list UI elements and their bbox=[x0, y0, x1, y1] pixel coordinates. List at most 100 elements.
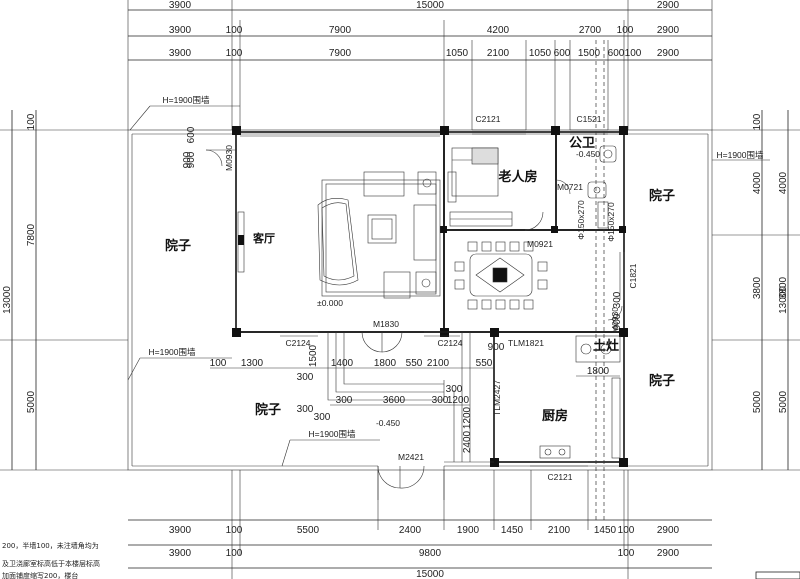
level-yard: -0.450 bbox=[376, 418, 400, 428]
room-courtyard-bottom: 院子 bbox=[255, 402, 281, 418]
dim-inner-550b: 550 bbox=[476, 358, 493, 369]
dim-inner-1800: 1800 bbox=[374, 358, 397, 369]
dim-bot1-j: 2900 bbox=[657, 525, 680, 536]
dim-right-100: 100 bbox=[752, 113, 763, 130]
dining-table bbox=[454, 241, 548, 310]
label-m0930-left: M0930 bbox=[224, 145, 234, 171]
top-dimensions: 3900 15000 2900 3900 100 7900 4200 2700 … bbox=[127, 0, 713, 130]
wall-notes: H=1900围墙 H=1900围墙 H=1900围墙 H=1900围墙 bbox=[127, 95, 770, 467]
dim-top2-g: 2900 bbox=[657, 25, 680, 36]
room-courtyard-left: 院子 bbox=[165, 238, 191, 254]
label-m0930-right: M0930 bbox=[610, 307, 620, 333]
label-tlm2427: TLM2427 bbox=[492, 380, 502, 416]
label-c2121-top: C2121 bbox=[475, 114, 500, 124]
bottom-dimensions: 3900 100 5500 2400 1900 1450 2100 1450 1… bbox=[128, 470, 712, 579]
left-dimensions: 100 7800 13000 5000 900 600 bbox=[0, 110, 197, 471]
dim-bot2-c: 9800 bbox=[419, 548, 442, 559]
dim-inner2-300a: 300 bbox=[336, 395, 353, 406]
dim-bot1-i: 100 bbox=[618, 525, 635, 536]
dim-bot2-a: 3900 bbox=[169, 548, 192, 559]
dim-kitchen-1200: 1200 bbox=[462, 406, 473, 429]
dim-top3-c: 7900 bbox=[329, 48, 352, 59]
dim-left-13000: 13000 bbox=[2, 286, 13, 314]
dim-right-5000: 5000 bbox=[752, 390, 763, 413]
dim-top1-a: 3900 bbox=[169, 0, 192, 11]
dim-right-13000: 13000 bbox=[778, 286, 789, 314]
right-dimensions: 100 4000 3800 13000 5000 4000 5000 3800 … bbox=[612, 110, 800, 471]
dim-bot2-b: 100 bbox=[226, 548, 243, 559]
dim-kitchen-2400: 2400 bbox=[462, 430, 473, 453]
dim-top2-a: 3900 bbox=[169, 25, 192, 36]
dim-kitchen-900: 900 bbox=[488, 342, 505, 353]
note-1: 200，半墙100，未注墙角均为 bbox=[2, 541, 99, 550]
dim-left-7800: 7800 bbox=[26, 223, 37, 246]
room-names: 院子 客厅 老人房 公卫 院子 院子 土灶 院子 厨房 bbox=[165, 136, 675, 424]
dim-top3-b: 100 bbox=[226, 48, 243, 59]
front-steps bbox=[327, 332, 494, 463]
dim-bot1-b: 100 bbox=[226, 525, 243, 536]
inner-dimensions: 100 1300 1500 1400 1800 550 2100 550 360… bbox=[182, 151, 610, 453]
dim-top1-b: 15000 bbox=[416, 0, 444, 11]
kitchen-fixtures bbox=[539, 335, 621, 459]
columns bbox=[232, 126, 628, 467]
dim-bot1-g: 2100 bbox=[548, 525, 571, 536]
dim-left-5000: 5000 bbox=[26, 390, 37, 413]
dim-right-3800b: 3800 bbox=[778, 276, 789, 299]
dim-bot2-e: 2900 bbox=[657, 548, 680, 559]
dim-right-300: 300 bbox=[612, 291, 623, 308]
wall-note-right: H=1900围墙 bbox=[716, 150, 764, 160]
label-c2121-bottom: C2121 bbox=[547, 472, 572, 482]
label-pipe1: Φ150x270 bbox=[576, 200, 586, 240]
room-wc: 公卫 bbox=[569, 136, 595, 151]
dim-bot1-d: 2400 bbox=[399, 525, 422, 536]
label-m0921: M0921 bbox=[527, 239, 553, 249]
dim-bot3-a: 15000 bbox=[416, 569, 444, 579]
dim-right-4000: 4000 bbox=[752, 171, 763, 194]
wall-note-mid-left: H=1900围墙 bbox=[148, 347, 196, 357]
dim-inner2-300b: 300 bbox=[432, 395, 449, 406]
drawing-notes: 200，半墙100，未注墙角均为 及卫浇廊室标高低于本楼层标高 加面铺度缩写20… bbox=[2, 541, 100, 579]
room-kitchen: 厨房 bbox=[542, 408, 568, 424]
dim-left-600: 600 bbox=[186, 126, 197, 143]
dim-inner2-1200: 1200 bbox=[447, 395, 470, 406]
dim-kitchen-300: 300 bbox=[446, 384, 463, 395]
door-swings bbox=[205, 149, 623, 500]
wall-note-bottom: H=1900围墙 bbox=[308, 429, 356, 439]
dim-right-5000b: 5000 bbox=[778, 390, 789, 413]
dim-top2-b: 100 bbox=[226, 25, 243, 36]
living-furniture bbox=[317, 171, 441, 299]
note-3: 加面铺度缩写200，楼台 bbox=[2, 571, 78, 579]
door-window-labels: C2121 C1521 M0930 M0721 M0921 M0930 C182… bbox=[224, 114, 638, 482]
dim-inner-1500: 1500 bbox=[308, 344, 319, 367]
dim-inner-550a: 550 bbox=[406, 358, 423, 369]
dim-left-900b: 900 bbox=[182, 151, 193, 168]
dim-bot1-f: 1450 bbox=[501, 525, 524, 536]
dim-top3-k: 2900 bbox=[657, 48, 680, 59]
dim-top1-c: 2900 bbox=[657, 0, 680, 11]
label-m2421: M2421 bbox=[398, 452, 424, 462]
dim-top3-i: 600 bbox=[608, 48, 625, 59]
windows bbox=[280, 129, 625, 467]
room-courtyard-right-top: 院子 bbox=[649, 188, 675, 204]
label-c2124-r: C2124 bbox=[437, 338, 462, 348]
dim-top2-f: 100 bbox=[617, 25, 634, 36]
level-wc: -0.450 bbox=[576, 149, 600, 159]
dim-inner-100: 100 bbox=[210, 358, 227, 369]
title-block-corner bbox=[755, 571, 800, 579]
dim-stair-300c: 300 bbox=[314, 412, 331, 423]
dim-inner2-3600: 3600 bbox=[383, 395, 406, 406]
room-stove: 土灶 bbox=[593, 338, 619, 354]
dim-top3-d: 1050 bbox=[446, 48, 469, 59]
dim-stair-300b: 300 bbox=[297, 404, 314, 415]
dim-top3-e: 2100 bbox=[487, 48, 510, 59]
wall-note-top-left: H=1900围墙 bbox=[162, 95, 210, 105]
label-c1521: C1521 bbox=[576, 114, 601, 124]
dim-right-900: 900 bbox=[612, 313, 623, 330]
dim-inner-1300: 1300 bbox=[241, 358, 264, 369]
dim-inner-2100: 2100 bbox=[427, 358, 450, 369]
dim-left-900: 900 bbox=[186, 151, 197, 168]
label-m0721: M0721 bbox=[557, 182, 583, 192]
dim-top3-h: 1500 bbox=[578, 48, 601, 59]
elder-room-furniture bbox=[447, 147, 513, 227]
